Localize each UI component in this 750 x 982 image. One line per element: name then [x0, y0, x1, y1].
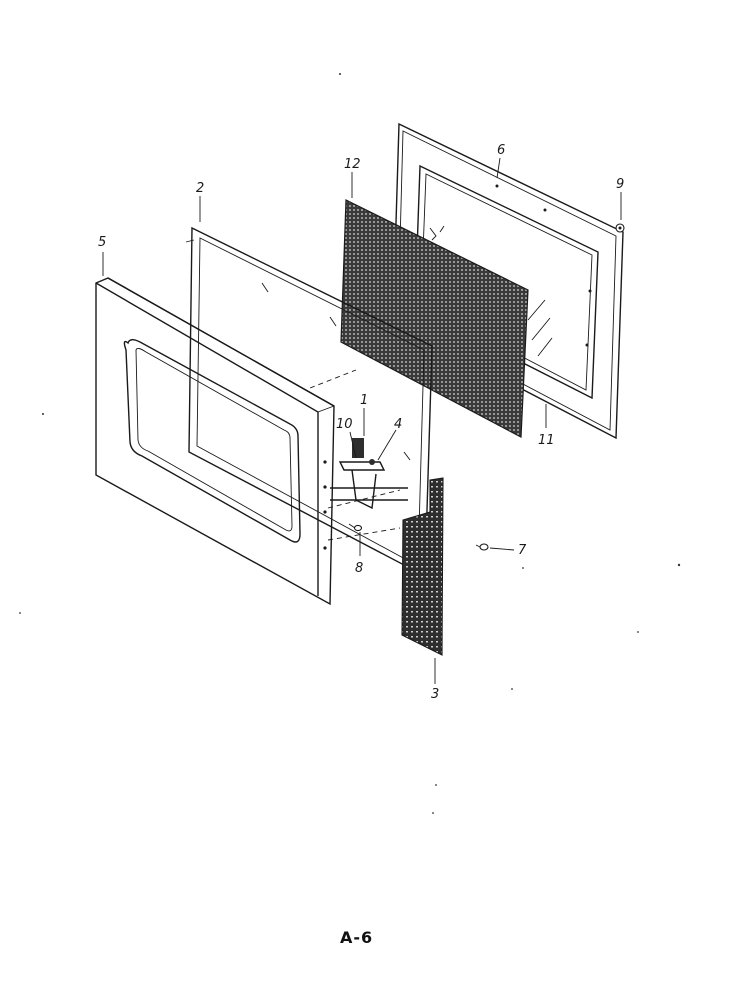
- callout-6: 6: [497, 143, 505, 158]
- callout-9: 9: [616, 177, 624, 192]
- part-9-fastener: [615, 223, 625, 233]
- part-1-latch-mechanism: [330, 438, 408, 510]
- callout-5: 5: [98, 235, 106, 250]
- callout-1: 1: [360, 393, 368, 408]
- part-5-front-door: [95, 277, 335, 606]
- part-8-screw: [348, 523, 363, 532]
- alignment-line: [327, 489, 401, 509]
- part-7-screw: [475, 543, 489, 551]
- page-label: A-6: [340, 928, 374, 947]
- callout-8: 8: [355, 561, 363, 576]
- callout-10: 10: [336, 417, 353, 432]
- callout-leaders: [102, 157, 622, 684]
- part-12-mesh-screen: [340, 199, 529, 438]
- callout-12: 12: [344, 157, 361, 172]
- callout-4: 4: [394, 417, 402, 432]
- alignment-line: [327, 527, 401, 541]
- scan-specks: [19, 73, 681, 814]
- part-3-side-mesh-strip: [401, 477, 444, 656]
- callout-3: 3: [431, 687, 439, 702]
- alignment-line: [309, 369, 357, 389]
- callout-11: 11: [538, 433, 555, 448]
- callout-2: 2: [196, 181, 204, 196]
- callout-7: 7: [518, 543, 527, 558]
